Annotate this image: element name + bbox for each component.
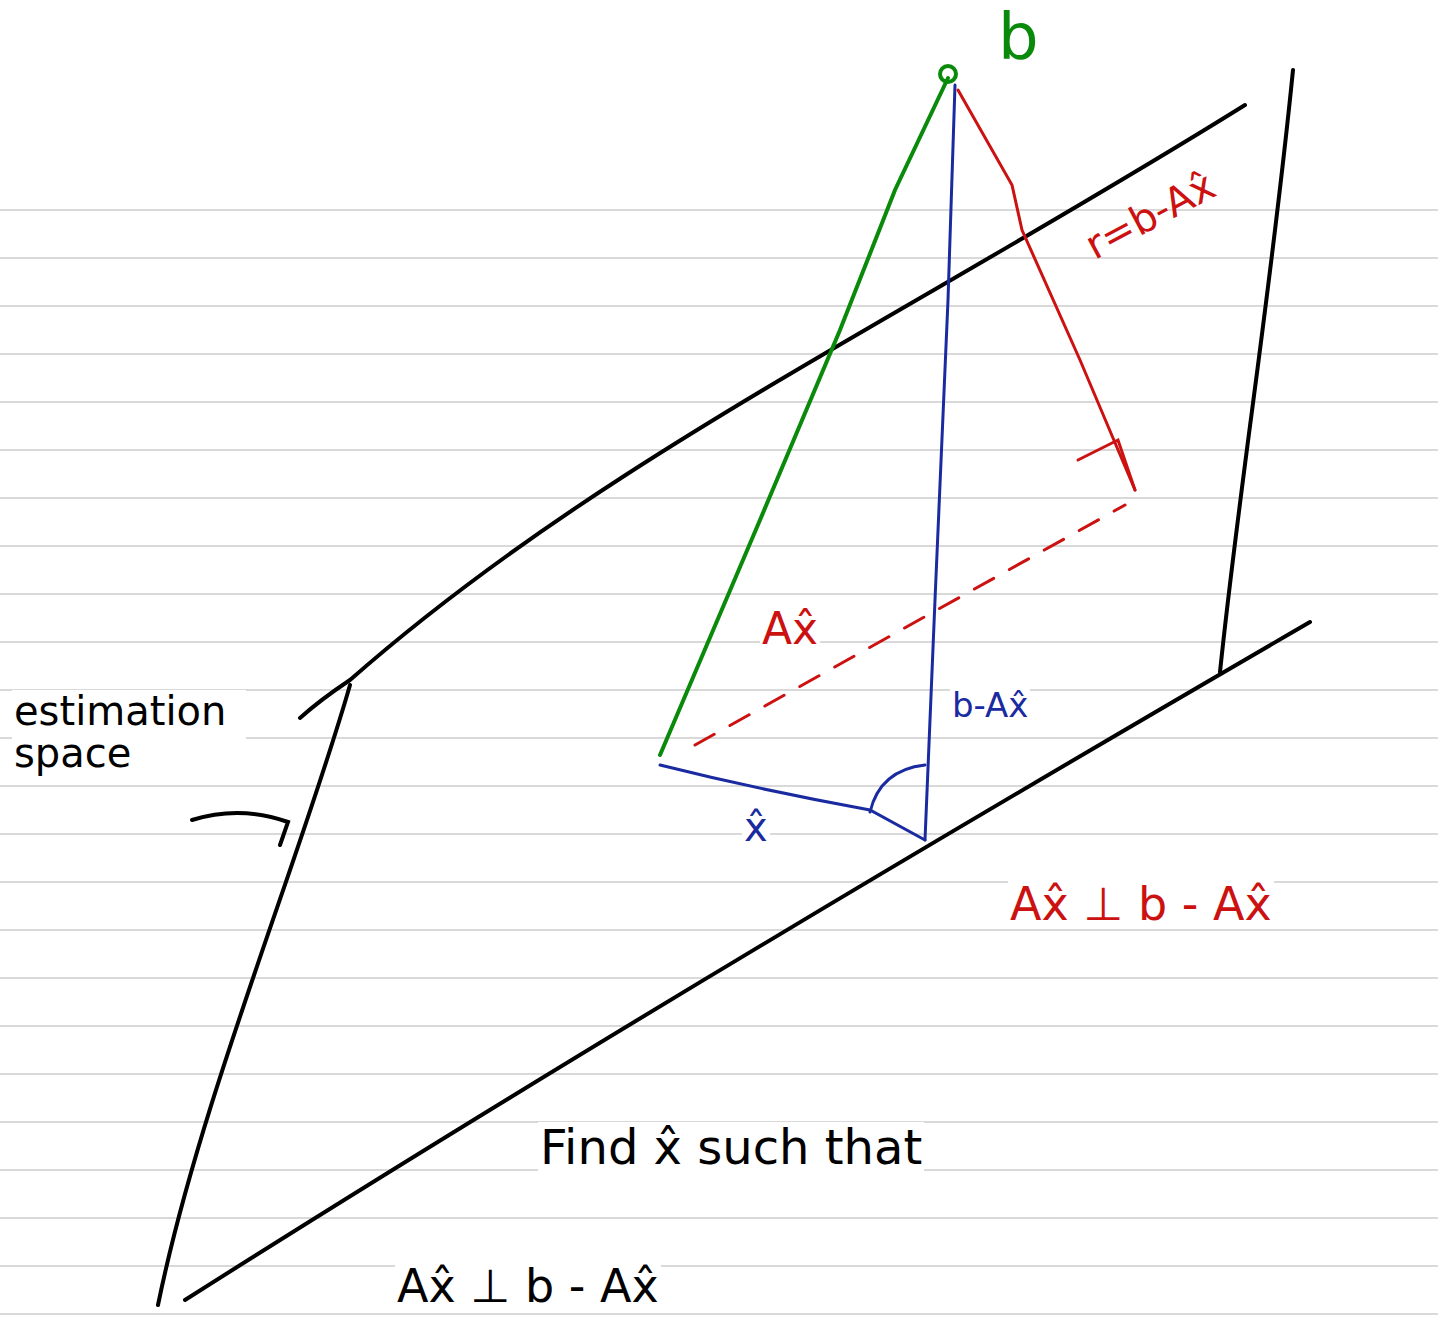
xhat-line <box>660 765 925 840</box>
residual-label: r=b-Ax̂ <box>1077 163 1224 268</box>
xhat-label: x̂ <box>742 806 770 848</box>
projection-dashed <box>695 505 1125 745</box>
condition-note: Ax̂ ⊥ b - Ax̂ <box>1008 880 1274 928</box>
b-vector <box>660 78 948 755</box>
b-point <box>940 66 956 82</box>
estimation-plane <box>158 70 1310 1305</box>
right-angle-arc <box>870 765 925 812</box>
right-angle-mark <box>1078 440 1135 490</box>
condition-note: Ax̂ ⊥ b - Ax̂ <box>395 1262 661 1310</box>
region-label: estimation space <box>12 690 246 774</box>
ruled-paper <box>0 210 1438 1314</box>
residual-label: b-Ax̂ <box>950 688 1030 724</box>
pointer-arrow <box>192 813 288 845</box>
projection-label: Ax̂ <box>760 606 820 652</box>
point-label: b <box>996 4 1041 71</box>
residual-r <box>958 90 1135 490</box>
instruction-note: Find x̂ such that <box>538 1122 924 1172</box>
residual-line <box>925 85 955 840</box>
